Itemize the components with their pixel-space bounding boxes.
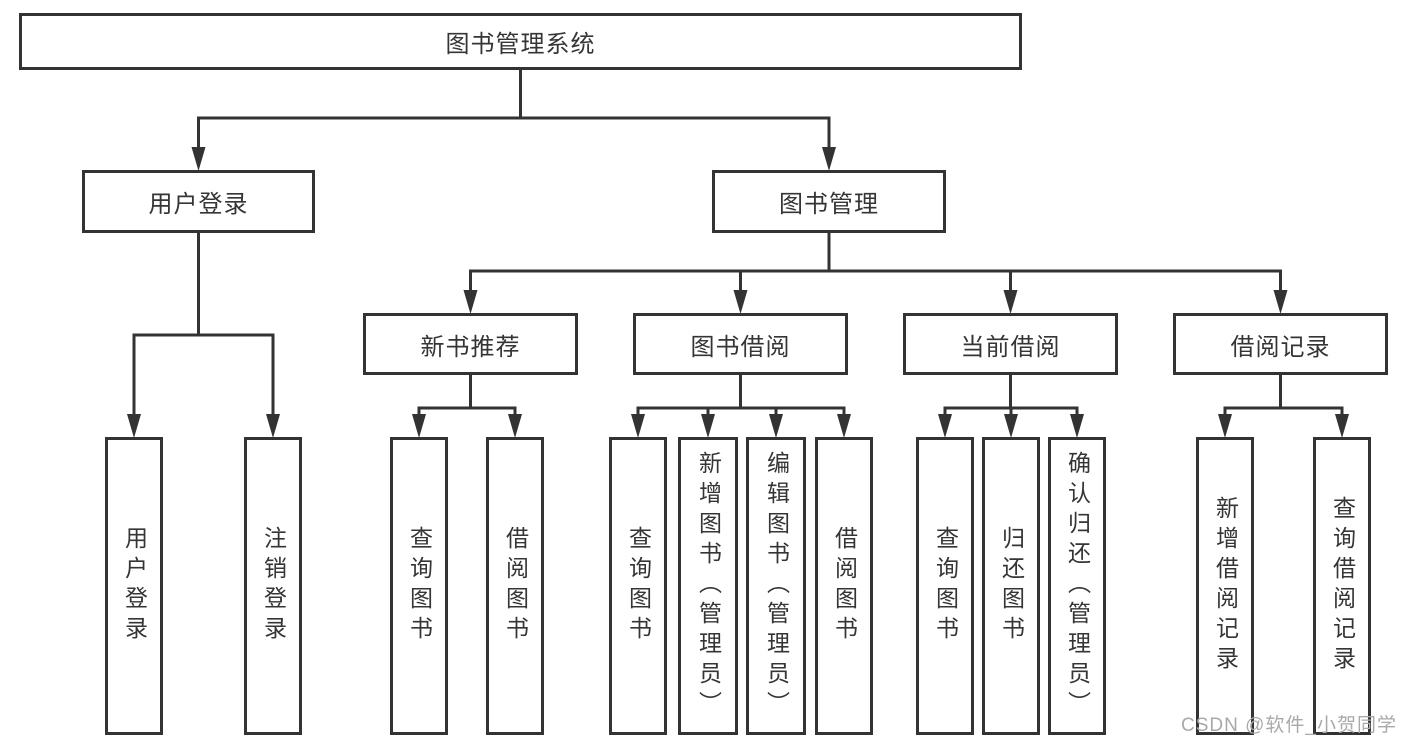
leaf-query-book-2-label: 查询图书 (625, 526, 652, 646)
leaf-query-book-1: 查询图书 (390, 437, 448, 735)
node-current-borrow: 当前借阅 (903, 313, 1118, 375)
node-root: 图书管理系统 (19, 13, 1022, 70)
leaf-return-book: 归还图书 (982, 437, 1040, 735)
leaf-edit-book-admin: 编辑图书（管理员） (746, 437, 806, 735)
leaf-query-borrow-record: 查询借阅记录 (1313, 437, 1371, 735)
node-book-management-label: 图书管理 (779, 191, 879, 218)
node-new-book-recommend-label: 新书推荐 (420, 333, 521, 361)
leaf-query-borrow-record-label: 查询借阅记录 (1329, 496, 1356, 676)
leaf-logout: 注销登录 (244, 437, 302, 735)
node-root-label: 图书管理系统 (445, 31, 596, 58)
leaf-add-book-admin-label: 新增图书（管理员） (695, 451, 722, 721)
leaf-borrow-book-1: 借阅图书 (486, 437, 544, 735)
node-book-management: 图书管理 (712, 170, 946, 233)
leaf-borrow-book-1-label: 借阅图书 (502, 526, 529, 646)
leaf-query-book-1-label: 查询图书 (406, 526, 433, 646)
leaf-add-book-admin: 新增图书（管理员） (678, 437, 738, 735)
node-current-borrow-label: 当前借阅 (960, 333, 1061, 361)
leaf-borrow-book-2: 借阅图书 (815, 437, 873, 735)
leaf-return-book-label: 归还图书 (998, 526, 1025, 646)
leaf-user-login-label: 用户登录 (121, 526, 148, 646)
leaf-add-borrow-record-label: 新增借阅记录 (1212, 496, 1239, 676)
leaf-confirm-return-admin: 确认归还（管理员） (1048, 437, 1106, 735)
leaf-confirm-return-admin-label: 确认归还（管理员） (1064, 451, 1091, 721)
leaf-edit-book-admin-label: 编辑图书（管理员） (763, 451, 790, 721)
node-book-borrow: 图书借阅 (633, 313, 848, 375)
node-user-login-label: 用户登录 (148, 191, 249, 218)
leaf-borrow-book-2-label: 借阅图书 (831, 526, 858, 646)
leaf-user-login: 用户登录 (105, 437, 163, 735)
leaf-logout-label: 注销登录 (260, 526, 287, 646)
leaf-query-book-2: 查询图书 (609, 437, 667, 735)
node-borrow-records-label: 借阅记录 (1230, 333, 1331, 361)
node-borrow-records: 借阅记录 (1173, 313, 1388, 375)
leaf-query-book-3-label: 查询图书 (932, 526, 959, 646)
leaf-query-book-3: 查询图书 (916, 437, 974, 735)
node-book-borrow-label: 图书借阅 (690, 333, 791, 361)
csdn-watermark: CSDN @软件_小贺同学 (1181, 715, 1397, 736)
node-new-book-recommend: 新书推荐 (363, 313, 578, 375)
leaf-add-borrow-record: 新增借阅记录 (1196, 437, 1254, 735)
node-user-login: 用户登录 (82, 170, 315, 233)
